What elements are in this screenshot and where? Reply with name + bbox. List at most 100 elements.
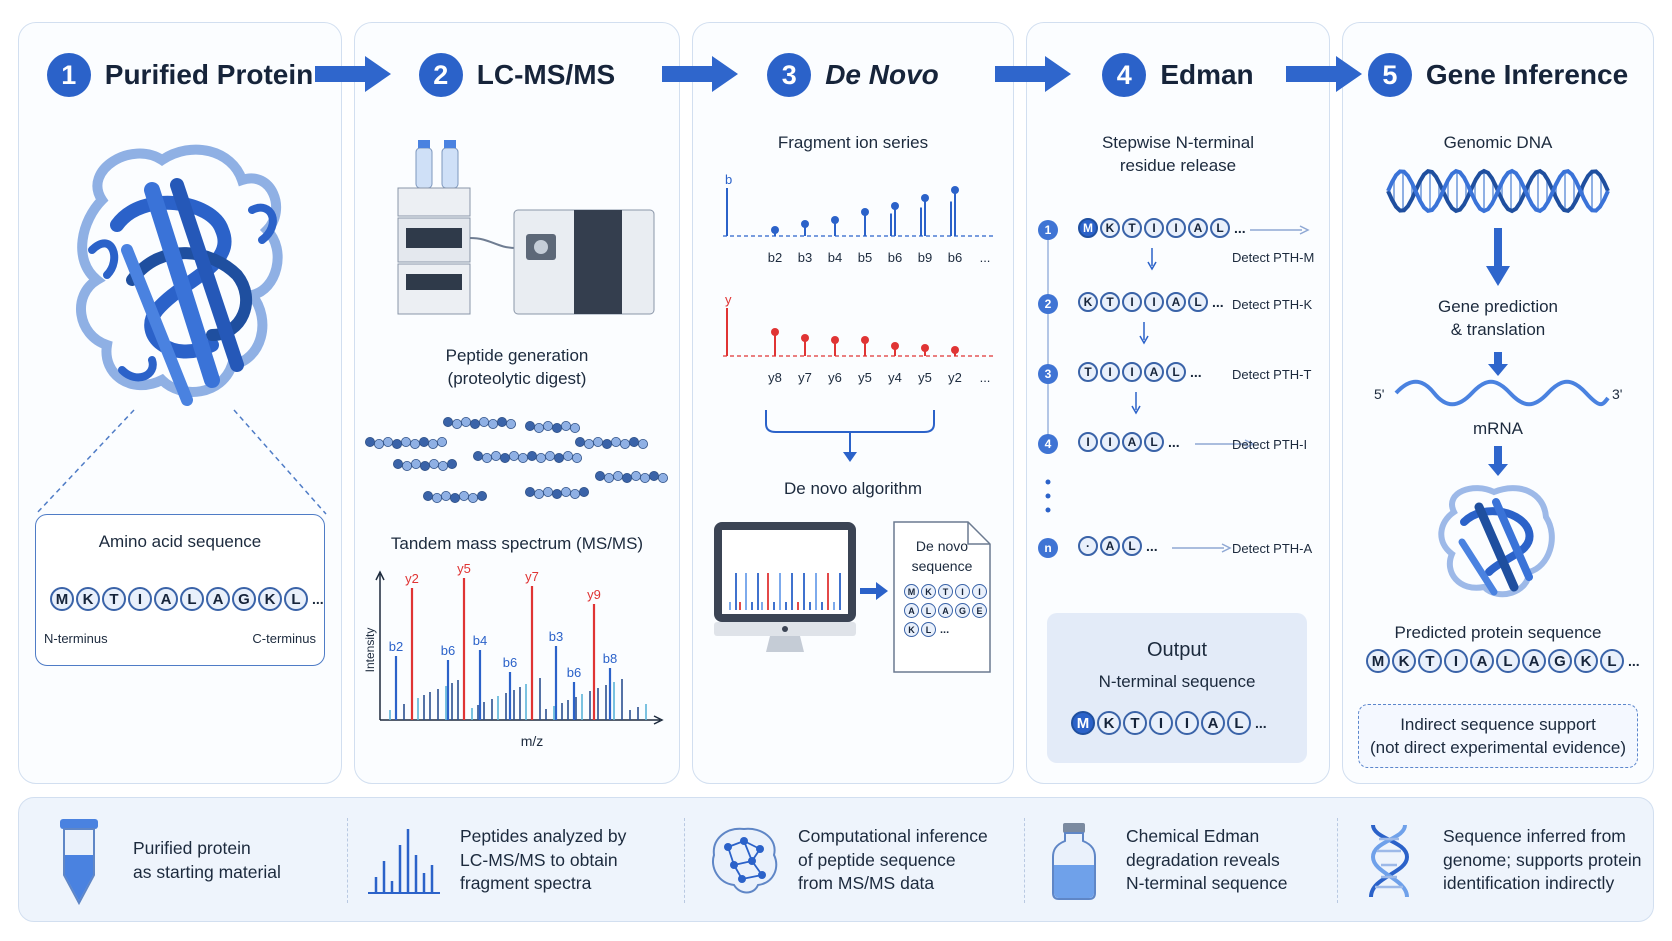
ion-point xyxy=(891,202,899,210)
predicted-protein-icon xyxy=(1438,485,1555,598)
peptide-bead xyxy=(497,417,508,427)
ylabel: Intensity xyxy=(363,628,377,673)
residue-bead: I xyxy=(1078,432,1098,452)
peptide-bead xyxy=(428,438,439,449)
arrow-down-icon xyxy=(1486,228,1510,286)
peptide-bead xyxy=(542,487,553,498)
residue-bead: I xyxy=(1122,362,1142,382)
ion-label: b6 xyxy=(948,250,962,265)
ion-label: y4 xyxy=(888,370,902,385)
peptide-bead xyxy=(544,451,555,462)
spectrum-icon xyxy=(364,816,444,906)
residue-bead: L xyxy=(1144,432,1164,452)
residue-bead: T xyxy=(1122,218,1142,238)
peptide-bead xyxy=(571,453,582,464)
peptide-bead xyxy=(437,436,448,447)
residue-bead: I xyxy=(1100,432,1120,452)
detect-label: Detect PTH-M xyxy=(1232,250,1315,265)
residue-bead: K xyxy=(1097,711,1121,735)
peptide-bead xyxy=(410,438,421,449)
peptide-bead xyxy=(648,471,659,482)
residue-bead: A xyxy=(1144,362,1164,382)
peptide-bead xyxy=(477,491,488,502)
divider xyxy=(1337,818,1338,903)
peptide-bead xyxy=(517,453,528,464)
peptide-bead xyxy=(432,493,443,504)
residue-bead: L xyxy=(180,587,204,611)
summary-text: Peptides analyzed by LC-MS/MS to obtain … xyxy=(460,825,626,896)
residue-bead: L xyxy=(1166,362,1186,382)
summary-text: Purified protein as starting material xyxy=(133,837,281,884)
ion-label: b4 xyxy=(828,250,842,265)
residue-bead: M xyxy=(1366,649,1390,673)
residue-bead: L xyxy=(1122,536,1142,556)
peptide-bead xyxy=(382,436,393,447)
indirect-line-2: (not direct experimental evidence) xyxy=(1369,738,1627,757)
residue-bead: G xyxy=(955,603,970,618)
peptide-bead xyxy=(482,453,493,464)
residue-bead: T xyxy=(1123,711,1147,735)
edman-title: Stepwise N-terminal residue release xyxy=(1026,132,1330,178)
monitor-button xyxy=(782,626,788,632)
panel-lc-ms: 2 LC-MS/MS xyxy=(354,22,680,784)
residue-bead: M xyxy=(50,587,74,611)
residue-bead: L xyxy=(1227,711,1251,735)
summary-line: fragment spectra xyxy=(460,873,592,894)
residue-bead: G xyxy=(1548,649,1572,673)
summary-text: Chemical Edman degradation reveals N-ter… xyxy=(1126,825,1287,896)
arrow-right-icon xyxy=(860,582,888,600)
ion-label: y5 xyxy=(918,370,932,385)
peptide-bead xyxy=(508,451,519,462)
x-axis-arrow xyxy=(653,715,664,725)
peptide-bead xyxy=(569,422,580,433)
ion-point xyxy=(861,208,869,216)
residue-bead: T xyxy=(1418,649,1442,673)
ion-label: y7 xyxy=(798,370,812,385)
vial-icon xyxy=(1034,816,1114,906)
summary-line: Sequence inferred from xyxy=(1443,826,1626,847)
residue-bead: K xyxy=(921,584,936,599)
step-number: 5 xyxy=(1367,53,1412,97)
predicted-sequence-label: Predicted protein sequence xyxy=(1394,623,1602,642)
peptide-bead xyxy=(400,436,411,447)
summary-line: N-terminal sequence xyxy=(1126,873,1288,894)
ion-point xyxy=(771,226,779,234)
arrow-down-icon xyxy=(1488,352,1508,376)
peptide-bead xyxy=(560,420,571,431)
summary-item-protein: Purified protein as starting material xyxy=(39,798,281,923)
ion-point xyxy=(831,216,839,224)
residue-bead: I xyxy=(1100,362,1120,382)
ion-label: y8 xyxy=(768,370,782,385)
peptide-bead xyxy=(551,489,562,500)
residue-bead: K xyxy=(1100,218,1120,238)
step-number: 4 xyxy=(1102,53,1147,97)
residue-bead: A xyxy=(938,603,953,618)
summary-line: Purified protein xyxy=(133,837,251,858)
peak-label: y9 xyxy=(587,587,601,602)
peptide-bead xyxy=(553,453,564,464)
peptide-bead xyxy=(429,459,440,470)
ion-label: y5 xyxy=(858,370,872,385)
residue-bead: A xyxy=(1470,649,1494,673)
peptide-bead xyxy=(524,487,535,498)
summary-line: from MS/MS data xyxy=(798,873,935,894)
peak-label: b6 xyxy=(567,665,581,680)
peptide-bead xyxy=(610,436,621,447)
peptide-fragments xyxy=(365,417,668,504)
peptide-bead xyxy=(639,473,650,484)
arrow-right-icon xyxy=(1195,439,1255,449)
summary-item-edman: Chemical Edman degradation reveals N-ter… xyxy=(1034,798,1287,923)
genomic-dna-label: Genomic DNA xyxy=(1443,133,1553,152)
